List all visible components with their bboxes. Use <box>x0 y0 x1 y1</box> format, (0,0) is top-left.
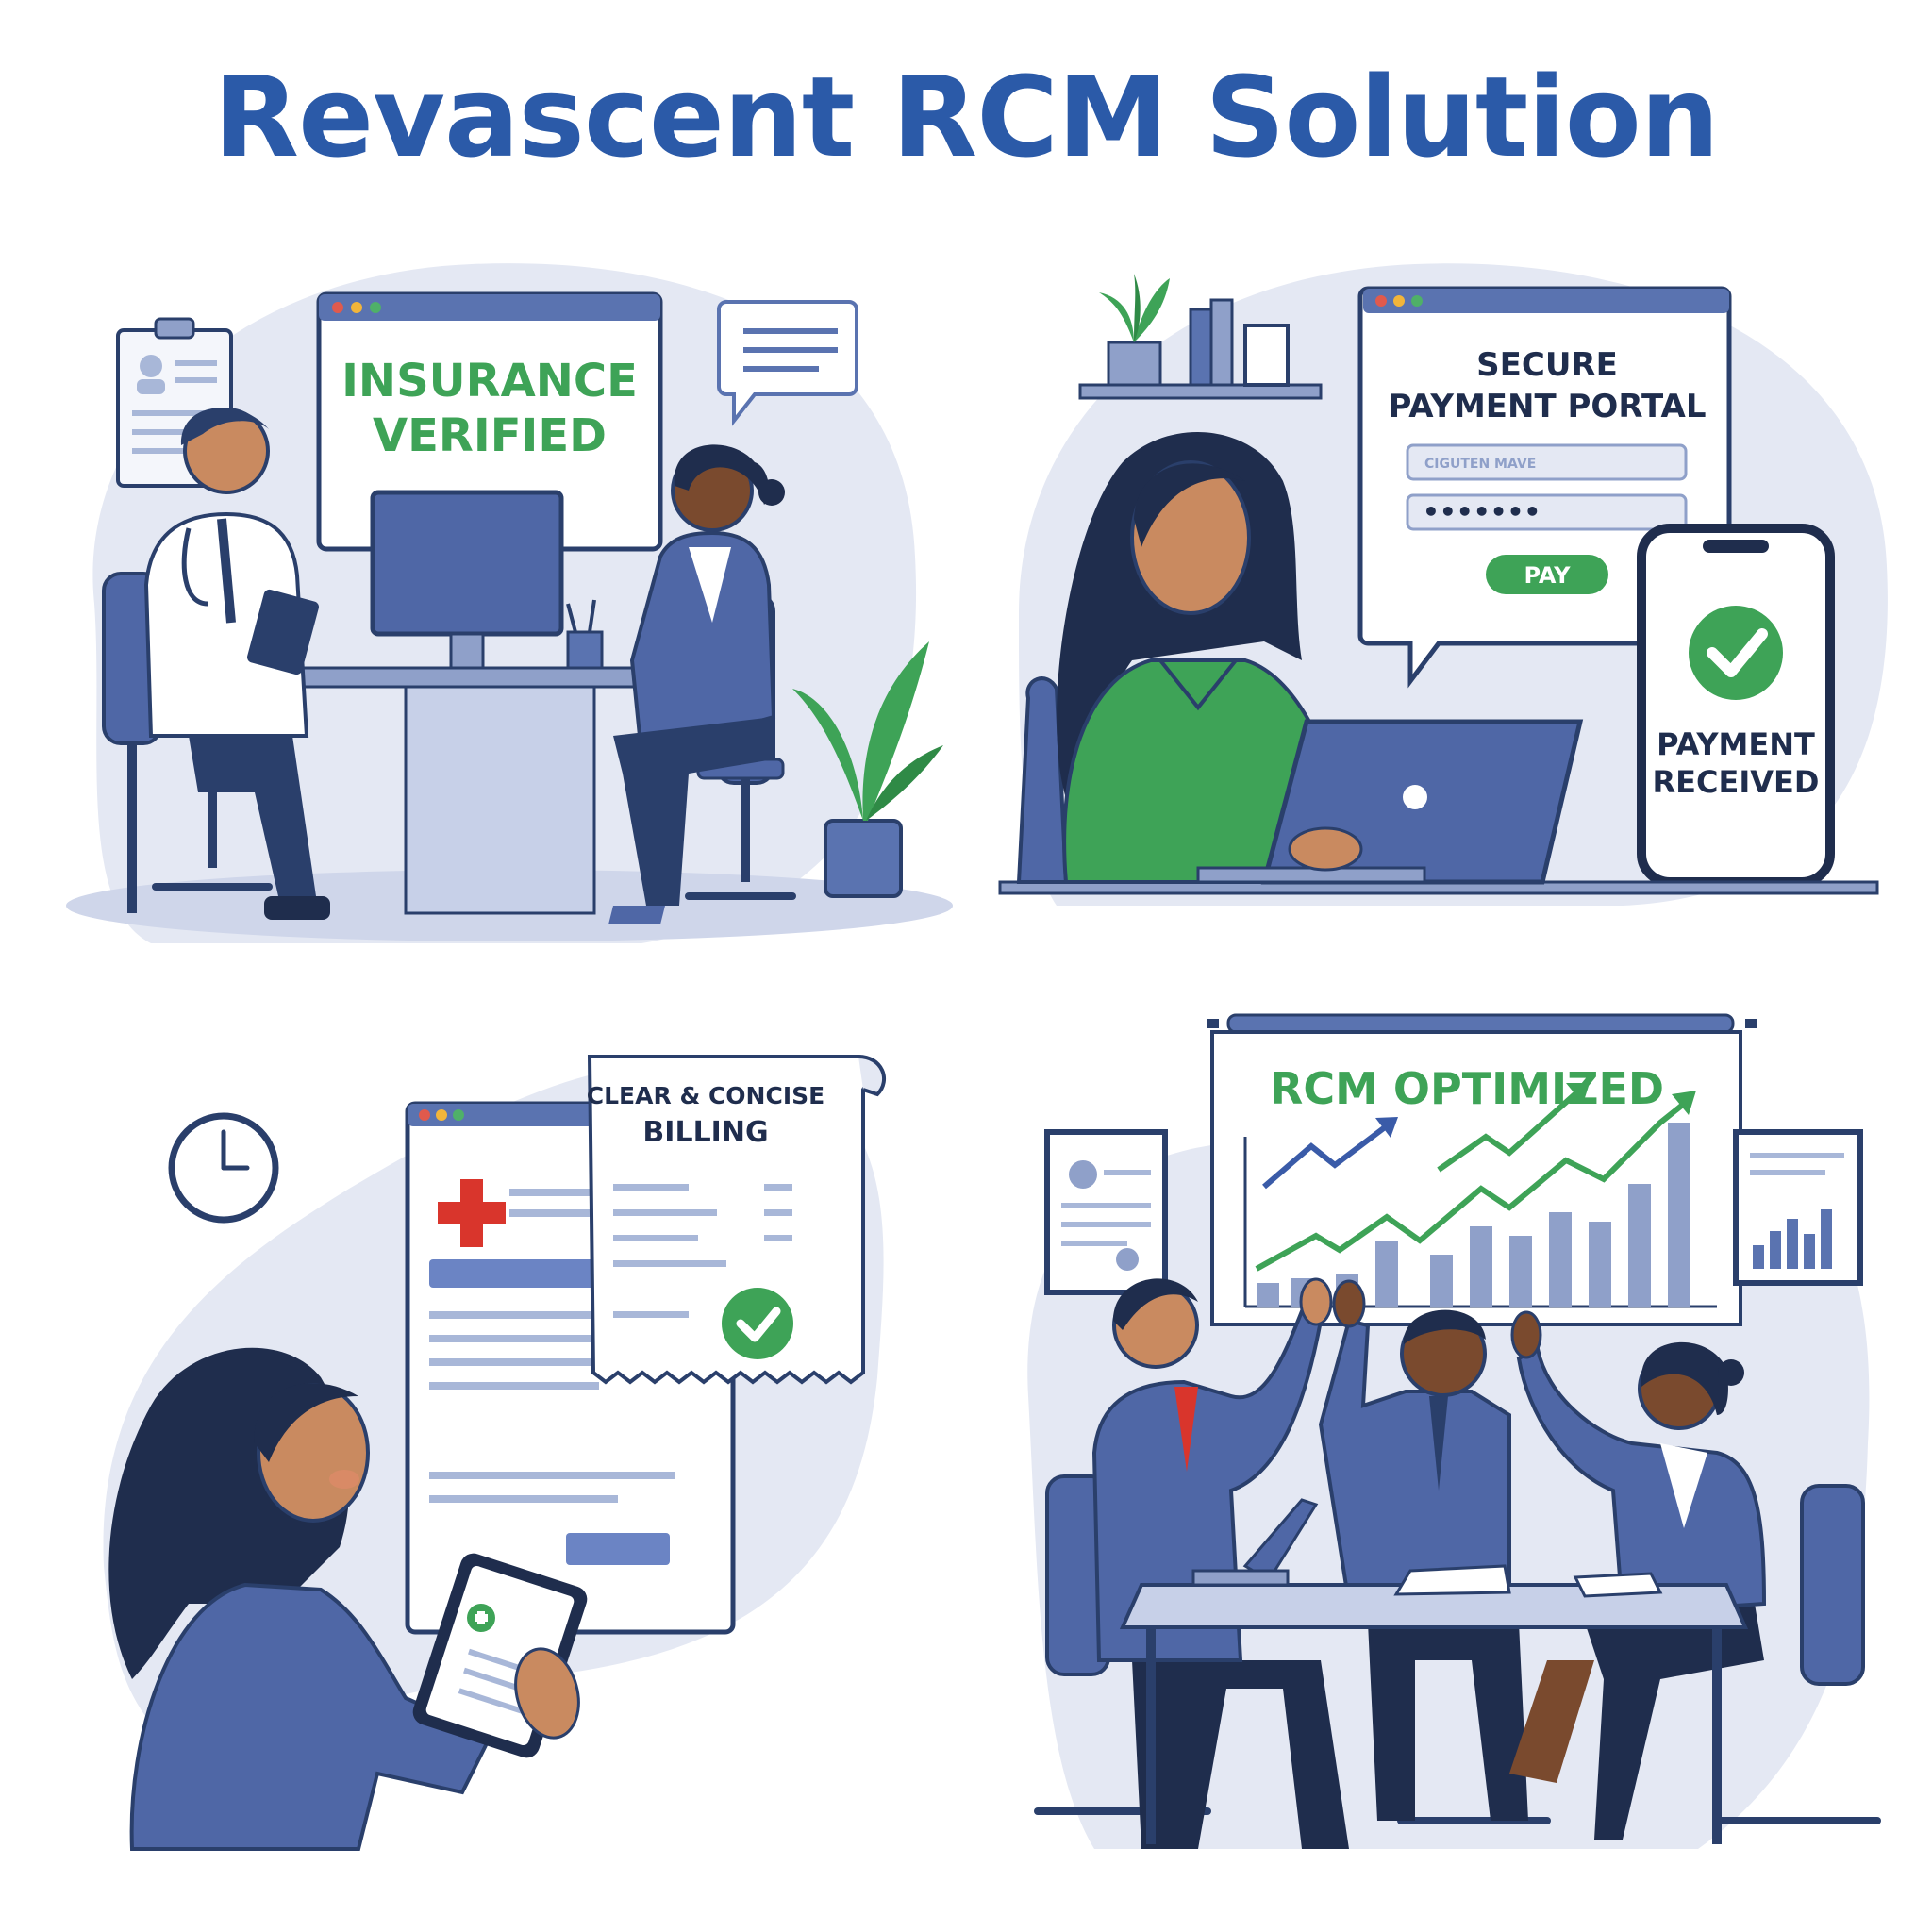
conference-table <box>1119 1498 1749 1844</box>
medical-cross-icon <box>438 1179 506 1247</box>
clock-icon <box>168 1112 279 1224</box>
pay-button-label: PAY <box>1524 562 1571 589</box>
desktop-monitor <box>370 490 564 670</box>
password-input[interactable] <box>1406 493 1688 531</box>
certificate-frame <box>1044 1129 1168 1295</box>
rcm-optimized-illustration: RCM OPTIMIZED <box>1027 1013 1881 1849</box>
name-input[interactable] <box>1406 443 1688 481</box>
portal-title-secure: SECURE <box>1476 346 1618 384</box>
secure-payment-illustration: SECURE PAYMENT PORTAL CIGUTEN MAVE •••••… <box>998 263 1888 907</box>
wall-chart-frame <box>1733 1129 1863 1286</box>
insurance-verified-illustration: INSURANCE VERIFIED <box>66 263 953 943</box>
wall-shelf <box>1078 274 1323 400</box>
doctor-figure <box>143 408 330 920</box>
patient-figure <box>608 444 785 924</box>
password-mask: ••••••• <box>1423 496 1541 527</box>
receipt-text-clear-concise: CLEAR & CONCISE <box>587 1082 824 1109</box>
potted-plant-icon <box>792 641 943 898</box>
phone-text-received: RECEIVED <box>1653 764 1820 800</box>
page-title: Revascent RCM Solution <box>213 52 1720 182</box>
billing-receipt: CLEAR & CONCISE BILLING <box>587 1055 887 1385</box>
clear-billing-illustration: CLEAR & CONCISE BILLING <box>103 1055 887 1851</box>
team-member-left <box>1091 1277 1349 1849</box>
screen-text-verified: VERIFIED <box>373 409 607 462</box>
check-circle-icon <box>722 1288 793 1359</box>
verification-screen: INSURANCE VERIFIED <box>316 291 663 552</box>
patient-with-tablet-figure <box>108 1347 493 1851</box>
projection-screen: RCM OPTIMIZED <box>1208 1013 1757 1326</box>
trend-up-arrow-icon <box>1255 1083 1696 1272</box>
phone-text-payment: PAYMENT <box>1657 726 1815 762</box>
name-input-placeholder: CIGUTEN MAVE <box>1424 457 1536 472</box>
screen-text-insurance: INSURANCE <box>341 355 638 408</box>
pay-button[interactable] <box>1486 555 1608 594</box>
chat-bubble-icon <box>717 300 858 426</box>
receipt-text-billing: BILLING <box>642 1116 768 1149</box>
check-circle-icon <box>1689 606 1783 700</box>
portal-title-payment-portal: PAYMENT PORTAL <box>1388 388 1706 425</box>
smartphone: PAYMENT RECEIVED <box>1637 524 1835 887</box>
board-text-rcm-optimized: RCM OPTIMIZED <box>1270 1063 1664 1114</box>
